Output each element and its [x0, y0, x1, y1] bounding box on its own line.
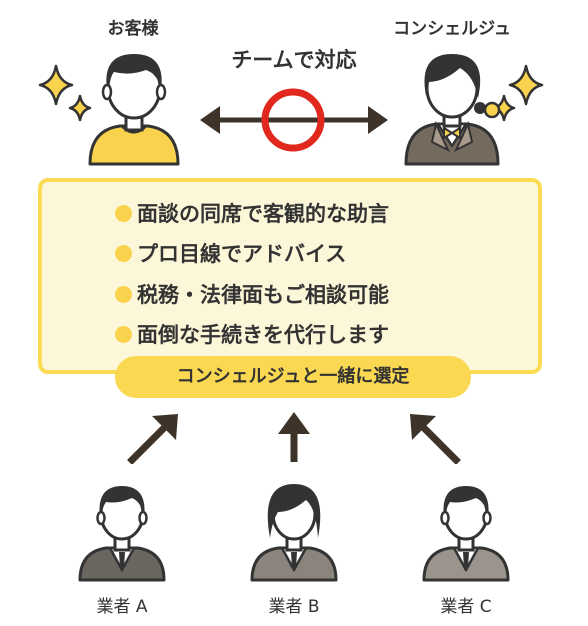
vendor-b-label: 業者 B [268, 597, 320, 617]
benefit-item: 面談の同席で客観的な助言 [115, 198, 389, 228]
bullet-icon [115, 326, 132, 343]
benefit-item: 税務・法律面もご相談可能 [115, 279, 389, 309]
customer-label: お客様 [107, 19, 159, 39]
two-way-arrow-icon [200, 106, 388, 134]
arrow-up-left-icon [410, 414, 461, 464]
benefit-item: 面倒な手続きを代行します [115, 319, 389, 349]
bullet-icon [115, 286, 132, 303]
arrow-up-icon [278, 412, 310, 462]
selection-pill: コンシェルジュと一緒に選定 [115, 356, 471, 398]
bullet-icon [115, 245, 132, 262]
arrow-up-right-icon [127, 414, 178, 464]
concierge-icon [404, 54, 501, 166]
ok-circle-icon [261, 88, 325, 152]
team-label: チームで対応 [231, 48, 357, 72]
benefit-item: プロ目線でアドバイス [115, 238, 346, 268]
vendor-a-icon [78, 486, 166, 582]
customer-icon [88, 54, 180, 166]
vendor-b-icon [250, 484, 338, 582]
concierge-label: コンシェルジュ [393, 19, 511, 39]
bullet-icon [115, 205, 132, 222]
vendor-a-label: 業者 A [96, 597, 148, 617]
vendor-c-icon [422, 486, 510, 582]
vendor-c-label: 業者 C [440, 597, 492, 617]
sparkle-left-icon [38, 64, 92, 122]
